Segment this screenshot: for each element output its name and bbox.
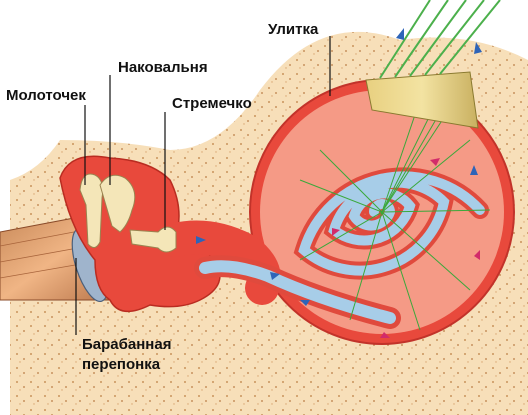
label-leader-lines — [75, 36, 331, 335]
label-stirrup: Стремечко — [172, 95, 252, 112]
anvil-bone — [99, 174, 136, 233]
ossicles — [79, 173, 177, 253]
auditory-nerve — [365, 0, 501, 129]
sound-flow-arrow-icon — [196, 28, 482, 306]
stirrup-bone — [129, 226, 177, 253]
nerve-signal-arrow-icon — [332, 158, 480, 338]
label-cochlea: Улитка — [268, 21, 319, 38]
label-eardrum-line2: перепонка — [82, 356, 161, 373]
label-anvil: Наковальня — [118, 59, 208, 76]
label-hammer: Молоточек — [6, 87, 86, 104]
label-eardrum-line1: Барабанная — [82, 336, 172, 353]
